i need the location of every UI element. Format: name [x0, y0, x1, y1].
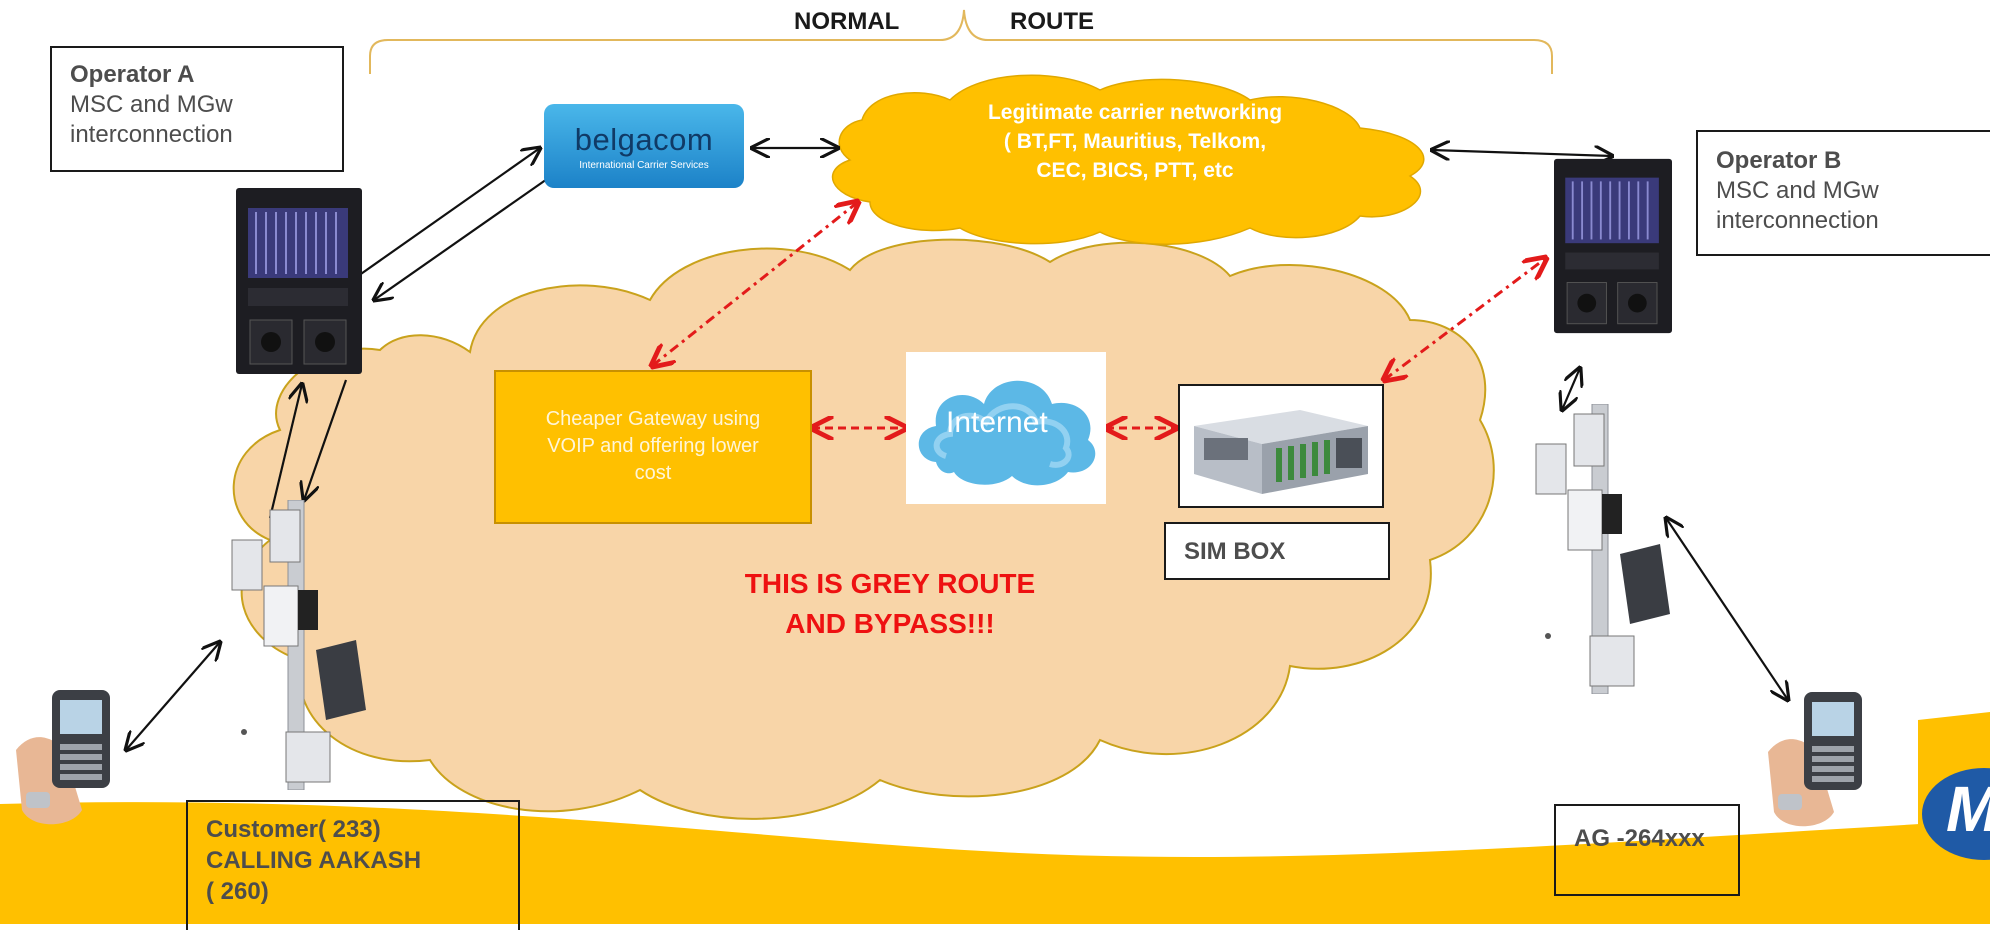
internet-panel — [906, 352, 1106, 504]
msc-rack-icon — [236, 188, 362, 374]
gateway-line3: cost — [634, 462, 672, 484]
header-route: ROUTE — [1010, 8, 1094, 35]
arrow-belgacom-to-msc-a — [374, 169, 561, 300]
customer-line3: ( 260) — [206, 878, 269, 905]
operator-b-box: Operator B MSC and MGw interconnection — [1696, 130, 1990, 256]
grey-route-warning: THIS IS GREY ROUTE AND BYPASS!!! — [690, 564, 1090, 644]
logo-letter: M — [1946, 772, 1990, 846]
ag-box: AG -264xxx — [1554, 804, 1740, 896]
company-logo — [1922, 768, 1990, 860]
grey-route-line2: AND BYPASS!!! — [785, 608, 995, 639]
bypass-carrier-gateway — [652, 202, 858, 366]
operator-a-line1: MSC and MGw — [70, 91, 233, 118]
belgacom-subtitle: International Carrier Services — [579, 160, 709, 171]
grey-route-line1: THIS IS GREY ROUTE — [744, 568, 1036, 599]
bypass-simbox-msc-b — [1384, 258, 1546, 380]
carrier-line2: ( BT,FT, Mauritius, Telkom, — [1003, 130, 1267, 153]
operator-b-title: Operator B — [1716, 147, 1842, 174]
operator-b-line2: interconnection — [1716, 207, 1879, 234]
cell-tower-icon — [231, 500, 366, 790]
carrier-cloud-text: Legitimate carrier networking ( BT,FT, M… — [920, 98, 1350, 185]
internet-label: Internet — [946, 406, 1048, 439]
header-brace — [369, 9, 1553, 74]
arrow-tower-a-to-msc-a — [268, 384, 302, 519]
msc-rack-icon — [1554, 158, 1672, 334]
customer-line2: CALLING AAKASH — [206, 847, 422, 874]
internet-cloud-icon — [918, 380, 1096, 486]
gateway-line1: Cheaper Gateway using — [545, 408, 761, 430]
carrier-cloud — [831, 74, 1425, 245]
mobile-phone-icon — [1768, 692, 1862, 827]
gateway-line2: VOIP and offering lower — [547, 435, 759, 457]
cheaper-gateway-box: Cheaper Gateway using VOIP and offering … — [494, 370, 812, 524]
server-box-icon — [1194, 410, 1368, 494]
customer-box: Customer( 233) CALLING AAKASH ( 260) — [186, 800, 520, 930]
mobile-phone-icon — [16, 690, 110, 825]
customer-line1: Customer( 233) — [206, 816, 381, 843]
sim-box-label: SIM BOX — [1164, 522, 1390, 580]
arrow-msc-a-to-tower-a — [304, 379, 348, 500]
bottom-band — [0, 802, 1990, 924]
arrow-carrier-operator-b — [1432, 150, 1612, 156]
arrow-tower-b-phone-b — [1666, 518, 1788, 700]
belgacom-name: belgacom — [574, 122, 714, 157]
carrier-line3: CEC, BICS, PTT, etc — [1036, 159, 1234, 182]
arrow-msc-b-tower-b — [1562, 368, 1580, 410]
belgacom-logo: belgacom International Carrier Services — [544, 104, 744, 188]
operator-a-line2: interconnection — [70, 121, 233, 148]
header-normal: NORMAL — [794, 8, 900, 35]
carrier-line1: Legitimate carrier networking — [987, 101, 1283, 124]
arrow-msc-a-to-belgacom — [357, 148, 540, 277]
sim-box-device-frame — [1178, 384, 1384, 508]
operator-a-title: Operator A — [70, 61, 195, 88]
cell-tower-icon — [1535, 404, 1670, 694]
operator-b-line1: MSC and MGw — [1716, 177, 1879, 204]
operator-a-box: Operator A MSC and MGw interconnection — [50, 46, 344, 172]
arrow-phone-a-tower-a — [126, 642, 220, 750]
